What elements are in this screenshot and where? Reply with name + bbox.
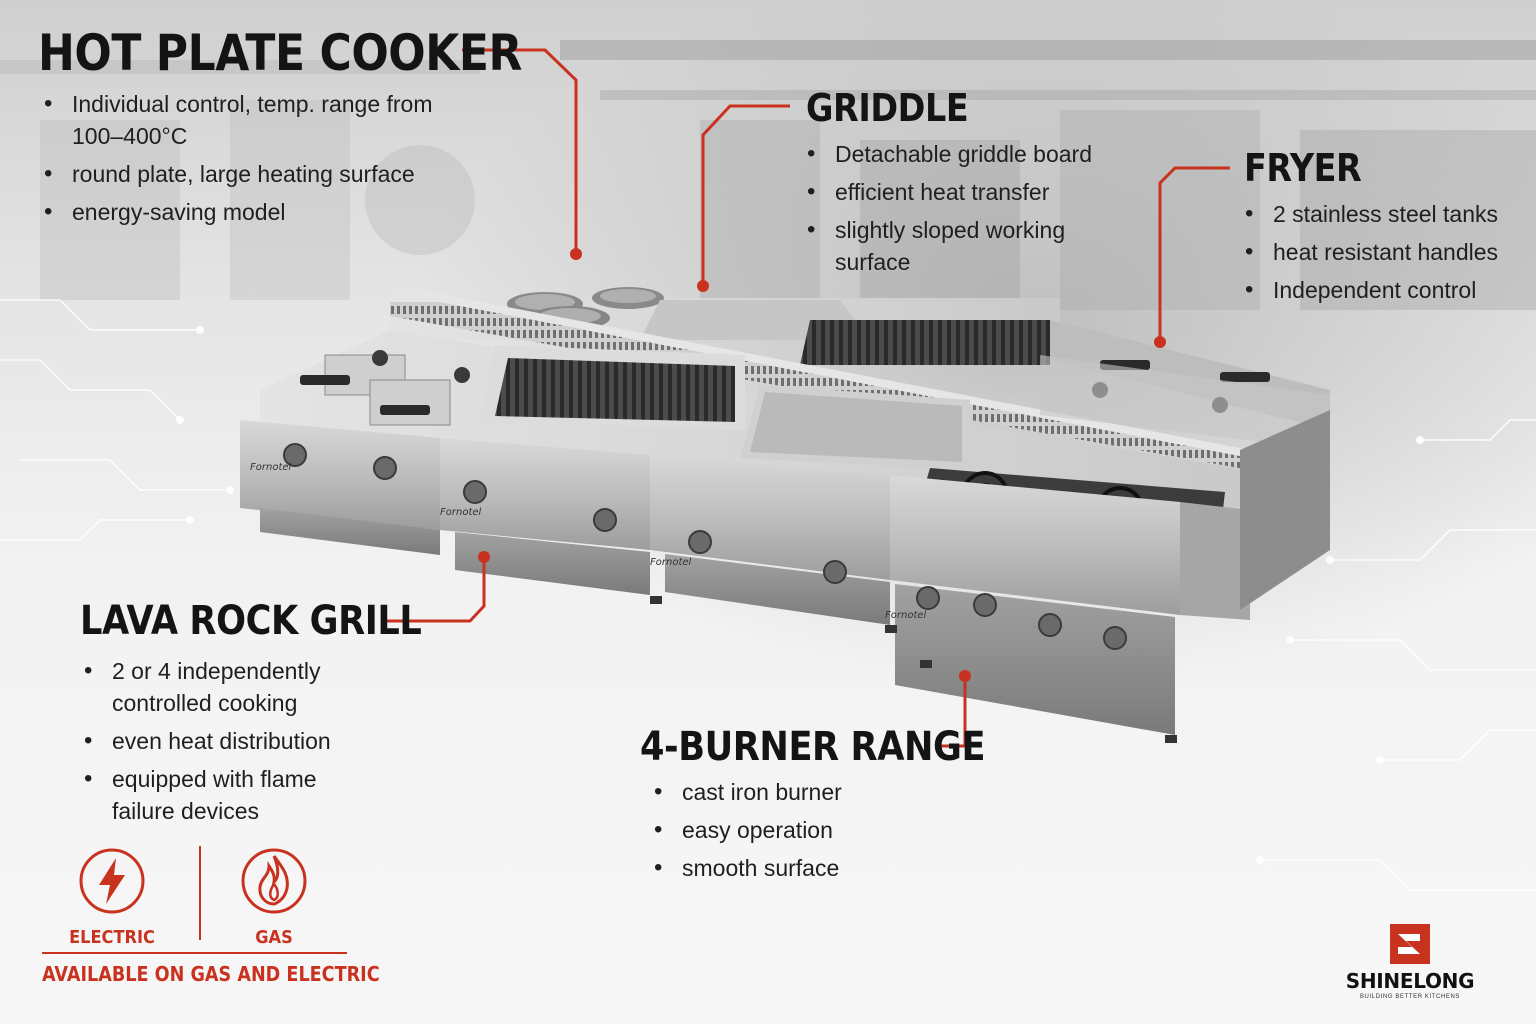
availability-text: AVAILABLE ON GAS AND ELECTRIC [42, 962, 380, 986]
lava-rock-title: LAVA ROCK GRILL [80, 598, 422, 644]
svg-text:Fornotel: Fornotel [650, 557, 692, 568]
bullet: 2 or 4 independently controlled cooking [80, 655, 382, 719]
equipment-badge: Fornotel Fornotel Fornotel Fornotel [250, 462, 927, 621]
hot-plate-bullets: Individual control, temp. range from 100… [40, 88, 500, 234]
fryer-title: FRYER [1244, 146, 1362, 190]
hot-plate-title: HOT PLATE COOKER [38, 24, 522, 82]
brand-tagline: BUILDING BETTER KITCHENS [1359, 994, 1461, 1000]
lava-rock-bullets: 2 or 4 independently controlled cooking … [80, 655, 400, 833]
gas-badge: GAS [224, 846, 324, 948]
bullet: easy operation [650, 814, 950, 846]
electric-label: ELECTRIC [69, 927, 155, 948]
badge-divider [199, 846, 201, 940]
gas-label: GAS [255, 927, 293, 948]
svg-text:Fornotel: Fornotel [250, 462, 292, 473]
bullet: energy-saving model [40, 196, 500, 228]
fryer-bullets: 2 stainless steel tanks heat resistant h… [1241, 198, 1531, 312]
bullet: heat resistant handles [1241, 236, 1531, 268]
brand-block: SHINELONG BUILDING BETTER KITCHENS [1340, 924, 1480, 1000]
griddle-bullets: Detachable griddle board efficient heat … [803, 138, 1103, 284]
bullet: 2 stainless steel tanks [1241, 198, 1531, 230]
brand-name: SHINELONG [1345, 969, 1475, 993]
bullet: Individual control, temp. range from 100… [40, 88, 452, 152]
bullet: efficient heat transfer [803, 176, 1103, 208]
svg-text:Fornotel: Fornotel [440, 507, 482, 518]
lightning-icon [79, 848, 145, 914]
svg-text:Fornotel: Fornotel [885, 610, 927, 621]
burner-range-title: 4-BURNER RANGE [640, 724, 986, 770]
bullet: slightly sloped working surface [803, 214, 1095, 278]
shinelong-logo-icon [1390, 924, 1430, 964]
burner-range-bullets: cast iron burner easy operation smooth s… [650, 776, 950, 890]
flame-icon [241, 848, 307, 914]
bullet: smooth surface [650, 852, 950, 884]
badge-underline [42, 952, 347, 954]
bullet: Independent control [1241, 274, 1531, 306]
bullet: even heat distribution [80, 725, 400, 757]
griddle-title: GRIDDLE [806, 86, 969, 130]
bullet: equipped with flame failure devices [80, 763, 382, 827]
cooking-line-illustration: Fornotel Fornotel Fornotel Fornotel [240, 287, 1330, 743]
electric-badge: ELECTRIC [62, 846, 162, 948]
bullet: cast iron burner [650, 776, 950, 808]
bullet: round plate, large heating surface [40, 158, 500, 190]
bullet: Detachable griddle board [803, 138, 1103, 170]
